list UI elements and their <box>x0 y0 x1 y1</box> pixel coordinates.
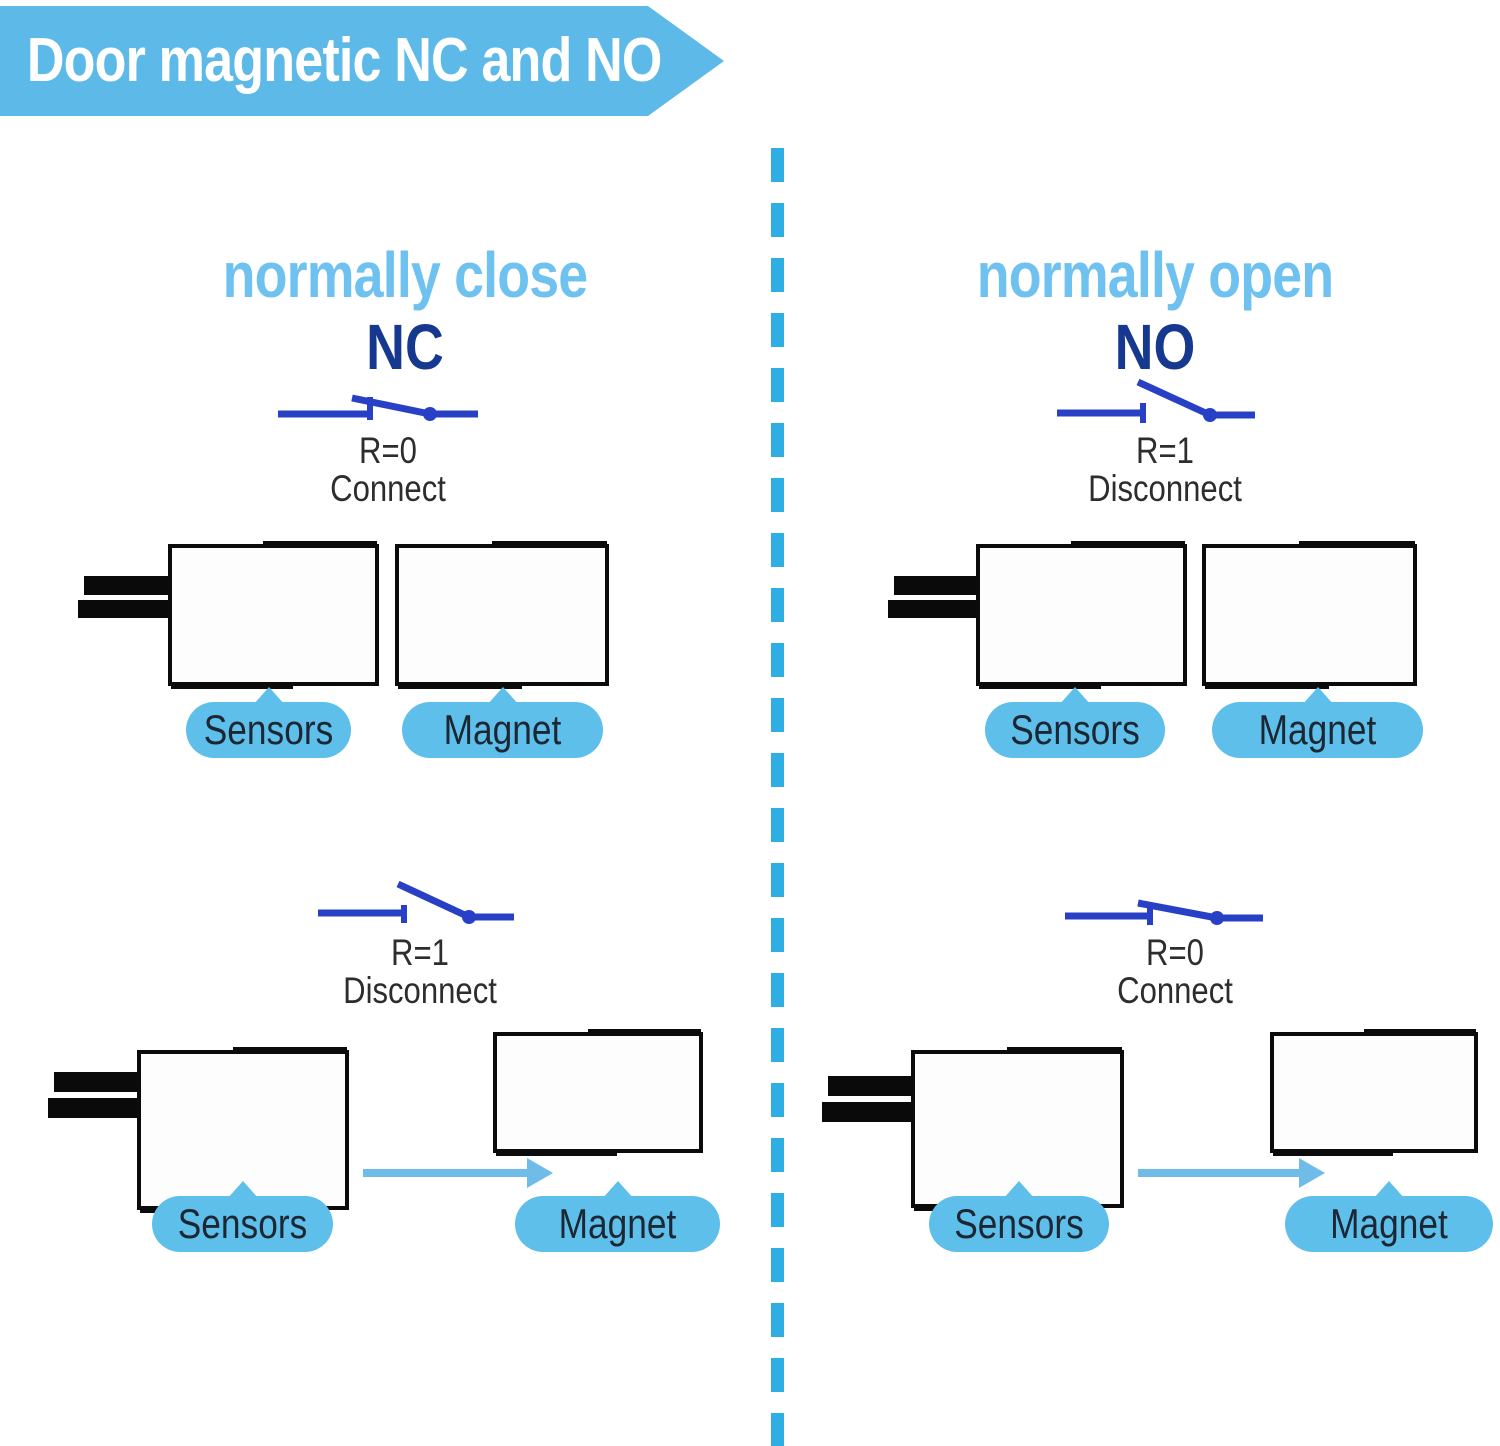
magnet-box <box>1202 541 1417 689</box>
pointer-up-icon <box>1373 1181 1405 1199</box>
switch-closed-icon <box>278 394 478 421</box>
wire <box>822 1102 914 1122</box>
pointer-up-icon <box>486 687 519 705</box>
magnet-label-badge: Magnet <box>515 1181 720 1252</box>
wire <box>78 600 170 618</box>
dashed-divider <box>771 148 784 1446</box>
sensor-box <box>168 541 379 689</box>
sensors-label: Sensors <box>203 706 334 753</box>
motion-arrow-icon <box>363 1158 553 1188</box>
wire <box>888 600 980 618</box>
sensor-box <box>976 541 1187 689</box>
magnet-label-badge: Magnet <box>402 687 603 758</box>
wire <box>54 1072 140 1092</box>
sensors-label-badge: Sensors <box>152 1181 333 1252</box>
sensor-wires <box>822 1076 914 1122</box>
no-bottom-state: Connect <box>1117 970 1233 1011</box>
pointer-up-icon <box>601 1181 634 1199</box>
switch-open-icon <box>1057 378 1255 423</box>
switch-closed-icon <box>1065 899 1263 925</box>
sensors-label-badge: Sensors <box>186 687 351 758</box>
magnet-label: Magnet <box>558 1200 677 1247</box>
magnet-label: Magnet <box>443 706 562 753</box>
sensors-label: Sensors <box>1010 706 1140 753</box>
no-abbr: NO <box>1114 311 1196 383</box>
wire <box>48 1098 140 1118</box>
no-top-resistance: R=1 <box>1136 430 1194 471</box>
magnet-box <box>395 541 609 689</box>
magnet-label-badge: Magnet <box>1285 1181 1493 1252</box>
title-banner: Door magnetic NC and NO <box>0 6 724 116</box>
sensors-label: Sensors <box>954 1200 1084 1247</box>
magnet-label: Magnet <box>1330 1200 1448 1247</box>
nc-bottom-state: Disconnect <box>343 970 497 1011</box>
sensor-wires <box>48 1072 140 1118</box>
nc-abbr: NC <box>366 311 444 383</box>
wire <box>894 576 980 595</box>
sensors-label-badge: Sensors <box>929 1181 1109 1252</box>
pointer-up-icon <box>1301 687 1334 705</box>
nc-top-resistance: R=0 <box>359 430 417 471</box>
nc-heading: normally close <box>222 239 589 311</box>
no-heading: normally open <box>976 239 1334 311</box>
sensor-wires <box>78 576 170 618</box>
page-title: Door magnetic NC and NO <box>26 26 662 95</box>
sensors-label: Sensors <box>177 1200 308 1247</box>
nc-top-state: Connect <box>330 468 446 509</box>
no-bottom-resistance: R=0 <box>1146 932 1204 973</box>
pointer-up-icon <box>1003 1181 1035 1199</box>
pointer-up-icon <box>252 687 285 705</box>
sensor-wires <box>888 576 980 618</box>
wire <box>828 1076 914 1096</box>
wire <box>84 576 170 595</box>
magnet-label: Magnet <box>1258 706 1377 753</box>
nc-bottom-resistance: R=1 <box>391 932 449 973</box>
magnet-box <box>493 1029 703 1156</box>
no-top-state: Disconnect <box>1088 468 1242 509</box>
magnet-label-badge: Magnet <box>1212 687 1423 758</box>
switch-open-icon <box>318 880 514 924</box>
magnet-box <box>1270 1029 1478 1156</box>
pointer-up-icon <box>1059 687 1091 705</box>
sensors-label-badge: Sensors <box>985 687 1165 758</box>
pointer-up-icon <box>226 1181 259 1199</box>
motion-arrow-icon <box>1138 1158 1325 1188</box>
